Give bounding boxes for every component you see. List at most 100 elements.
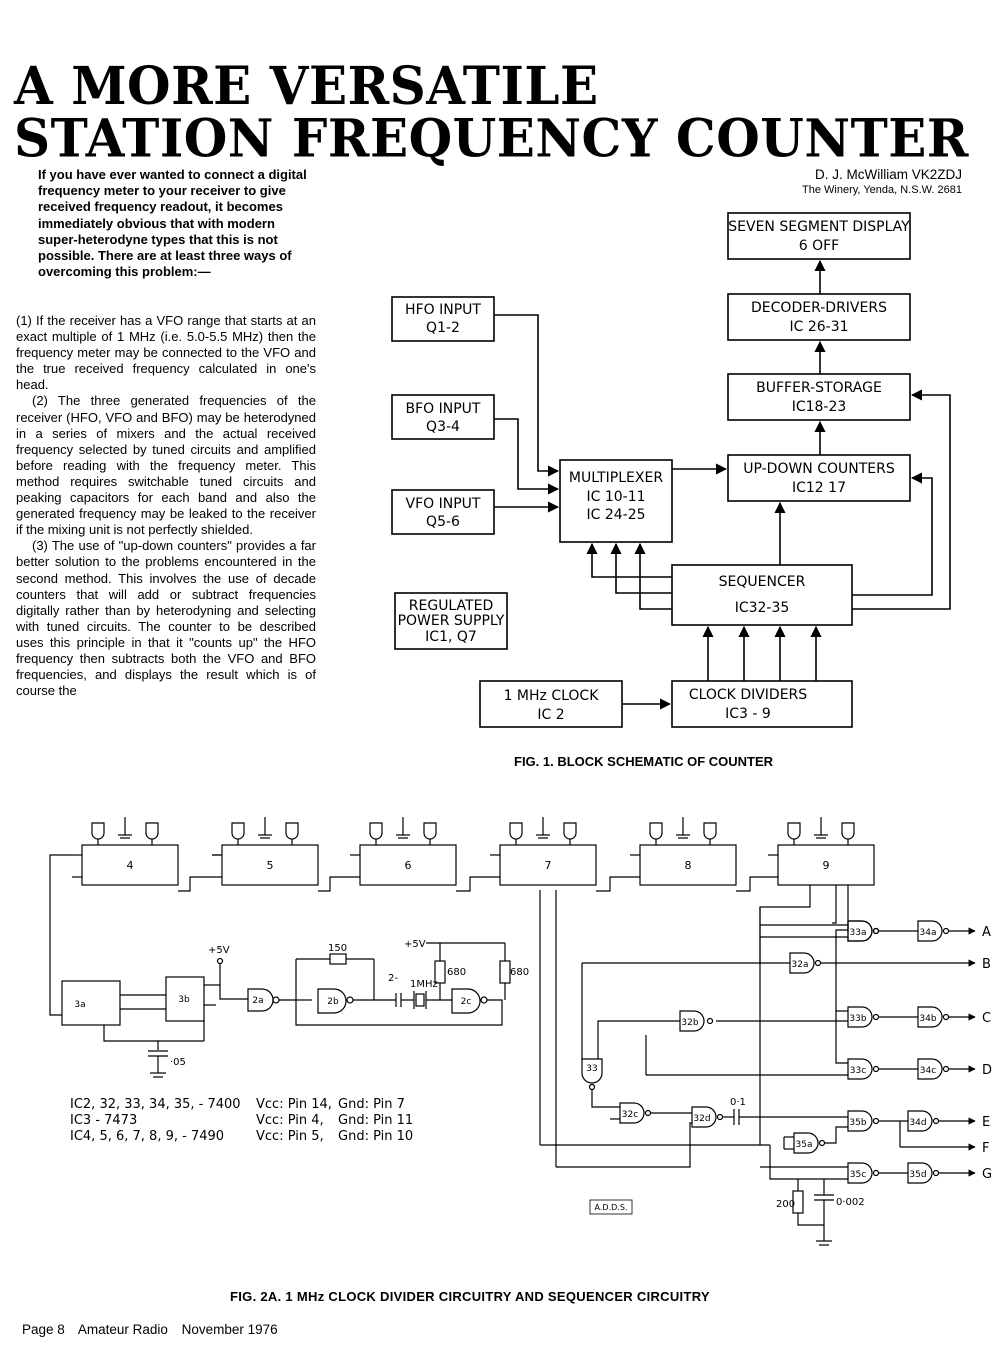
note-3-vcc: Vcc: Pin 5, xyxy=(256,1129,324,1144)
block-display xyxy=(727,212,911,260)
cap-002-label: 0·002 xyxy=(836,1197,865,1208)
resistor-680a-label: 680 xyxy=(447,967,466,978)
display-label-1: SEVEN SEGMENT DISPLAY xyxy=(728,219,910,235)
flip-flop-3a xyxy=(61,980,121,1026)
flip-flop-3b xyxy=(165,976,205,1022)
sequencer-label-2: IC32-35 xyxy=(735,600,790,616)
circuit-schematic: 4 5 6 7 8 9 +5V +5V 150 2- 1MHz 680 680 … xyxy=(49,816,992,1246)
svg-text:35d: 35d xyxy=(909,1170,926,1180)
adds-stamp: A.D.D.S. xyxy=(595,1203,628,1212)
note-2-vcc: Vcc: Pin 4, xyxy=(256,1113,324,1128)
note-3-ic: IC4, 5, 6, 7, 8, 9, - 7490 xyxy=(70,1129,224,1144)
svg-text:34a: 34a xyxy=(920,928,937,938)
svg-text:35a: 35a xyxy=(796,1140,813,1150)
ic-9 xyxy=(777,844,875,886)
sequencer-gates xyxy=(540,920,976,1246)
svg-text:32b: 32b xyxy=(681,1018,698,1028)
output-g-label: G xyxy=(982,1167,992,1182)
gate-32b xyxy=(679,1010,705,1032)
svg-text:2c: 2c xyxy=(461,997,472,1007)
hfo-label-1: HFO INPUT xyxy=(405,302,481,318)
clock-circuit xyxy=(61,942,511,1078)
resistor-680b-label: 680 xyxy=(510,967,529,978)
decoder-label-2: IC 26-31 xyxy=(789,319,848,335)
display-label-2: 6 OFF xyxy=(799,238,839,254)
output-f-label: F xyxy=(982,1141,989,1156)
mux-label-2: IC 10-11 xyxy=(586,489,645,505)
clock-label-2: IC 2 xyxy=(537,707,564,723)
ic-9-label: 9 xyxy=(823,859,830,872)
output-b-label: B xyxy=(982,957,991,972)
gate-2c xyxy=(451,988,481,1014)
block-schematic: SEVEN SEGMENT DISPLAY 6 OFF DECODER-DRIV… xyxy=(391,212,951,728)
trimmer-label: 2- xyxy=(388,973,398,984)
power-label-1: REGULATED xyxy=(409,598,493,614)
gate-35d xyxy=(907,1162,933,1184)
gate-32d xyxy=(691,1106,717,1128)
gate-35a xyxy=(793,1132,819,1154)
buffer-label-1: BUFFER-STORAGE xyxy=(756,380,882,396)
vfo-label-1: VFO INPUT xyxy=(406,496,481,512)
ic-6 xyxy=(359,844,457,886)
bfo-label-2: Q3-4 xyxy=(426,419,460,435)
updown-label-1: UP-DOWN COUNTERS xyxy=(743,461,895,477)
gate-34d xyxy=(907,1110,933,1132)
ic-8-label: 8 xyxy=(685,859,692,872)
note-2-gnd: Gnd: Pin 11 xyxy=(338,1113,413,1128)
sequencer-label-1: SEQUENCER xyxy=(719,574,806,590)
svg-text:2a: 2a xyxy=(252,996,263,1006)
buffer-label-2: IC18-23 xyxy=(792,399,847,415)
gate-32a xyxy=(789,952,815,974)
gate-34c xyxy=(917,1058,943,1080)
decoder-label-1: DECODER-DRIVERS xyxy=(751,300,887,316)
svg-text:32a: 32a xyxy=(792,960,809,970)
block-hfo xyxy=(391,296,495,342)
power-label-3: IC1, Q7 xyxy=(425,629,477,645)
block-mux xyxy=(559,459,673,543)
bfo-label-1: BFO INPUT xyxy=(406,401,481,417)
note-1-vcc: Vcc: Pin 14, xyxy=(256,1097,332,1112)
ic-7-label: 7 xyxy=(545,859,552,872)
intro-paragraph: If you have ever wanted to connect a dig… xyxy=(38,167,307,280)
output-e-label: E xyxy=(982,1115,990,1130)
svg-text:34c: 34c xyxy=(920,1066,936,1076)
svg-text:2b: 2b xyxy=(327,997,339,1007)
block-updown xyxy=(727,454,911,502)
svg-text:33c: 33c xyxy=(850,1066,866,1076)
svg-text:32c: 32c xyxy=(622,1110,638,1120)
author-block: D. J. McWilliam VK2ZDJ The Winery, Yenda… xyxy=(802,167,962,197)
hfo-label-2: Q1-2 xyxy=(426,320,460,336)
ic-7 xyxy=(499,844,597,886)
author-name: D. J. McWilliam VK2ZDJ xyxy=(814,167,962,182)
gate-33d xyxy=(581,1058,603,1084)
resistor-150-label: 150 xyxy=(328,943,347,954)
ic-4 xyxy=(81,844,179,886)
issue-date: November 1976 xyxy=(181,1322,278,1337)
page-number: Page 8 xyxy=(22,1322,65,1337)
resistor-200-label: 200 xyxy=(776,1199,795,1210)
svg-text:33b: 33b xyxy=(849,1014,866,1024)
supply-label-2: +5V xyxy=(404,939,426,950)
note-2-ic: IC3 - 7473 xyxy=(70,1113,137,1128)
gate-33c xyxy=(847,1058,873,1080)
crystal-label: 1MHz xyxy=(410,979,438,990)
ic-8 xyxy=(639,844,737,886)
svg-text:34d: 34d xyxy=(909,1118,926,1128)
author-address: The Winery, Yenda, N.S.W. 2681 xyxy=(802,184,962,196)
svg-text:3b: 3b xyxy=(178,995,190,1005)
gate-35c xyxy=(847,1162,873,1184)
gate-32c xyxy=(619,1102,645,1124)
output-c-label: C xyxy=(982,1011,991,1026)
mux-label-3: IC 24-25 xyxy=(586,507,645,523)
svg-text:35c: 35c xyxy=(850,1170,866,1180)
block-dividers xyxy=(671,680,853,728)
mux-label-1: MULTIPLEXER xyxy=(569,470,663,486)
gate-2b xyxy=(317,988,347,1014)
decade-counter-row xyxy=(49,816,875,1167)
dividers-label-1: CLOCK DIVIDERS xyxy=(689,687,807,703)
gate-34b xyxy=(917,1006,943,1028)
gate-34a xyxy=(917,920,943,942)
svg-text:3a: 3a xyxy=(74,1000,85,1010)
figure-1-caption: FIG. 1. BLOCK SCHEMATIC OF COUNTER xyxy=(514,754,774,769)
cap-01-label: 0·1 xyxy=(730,1097,746,1108)
